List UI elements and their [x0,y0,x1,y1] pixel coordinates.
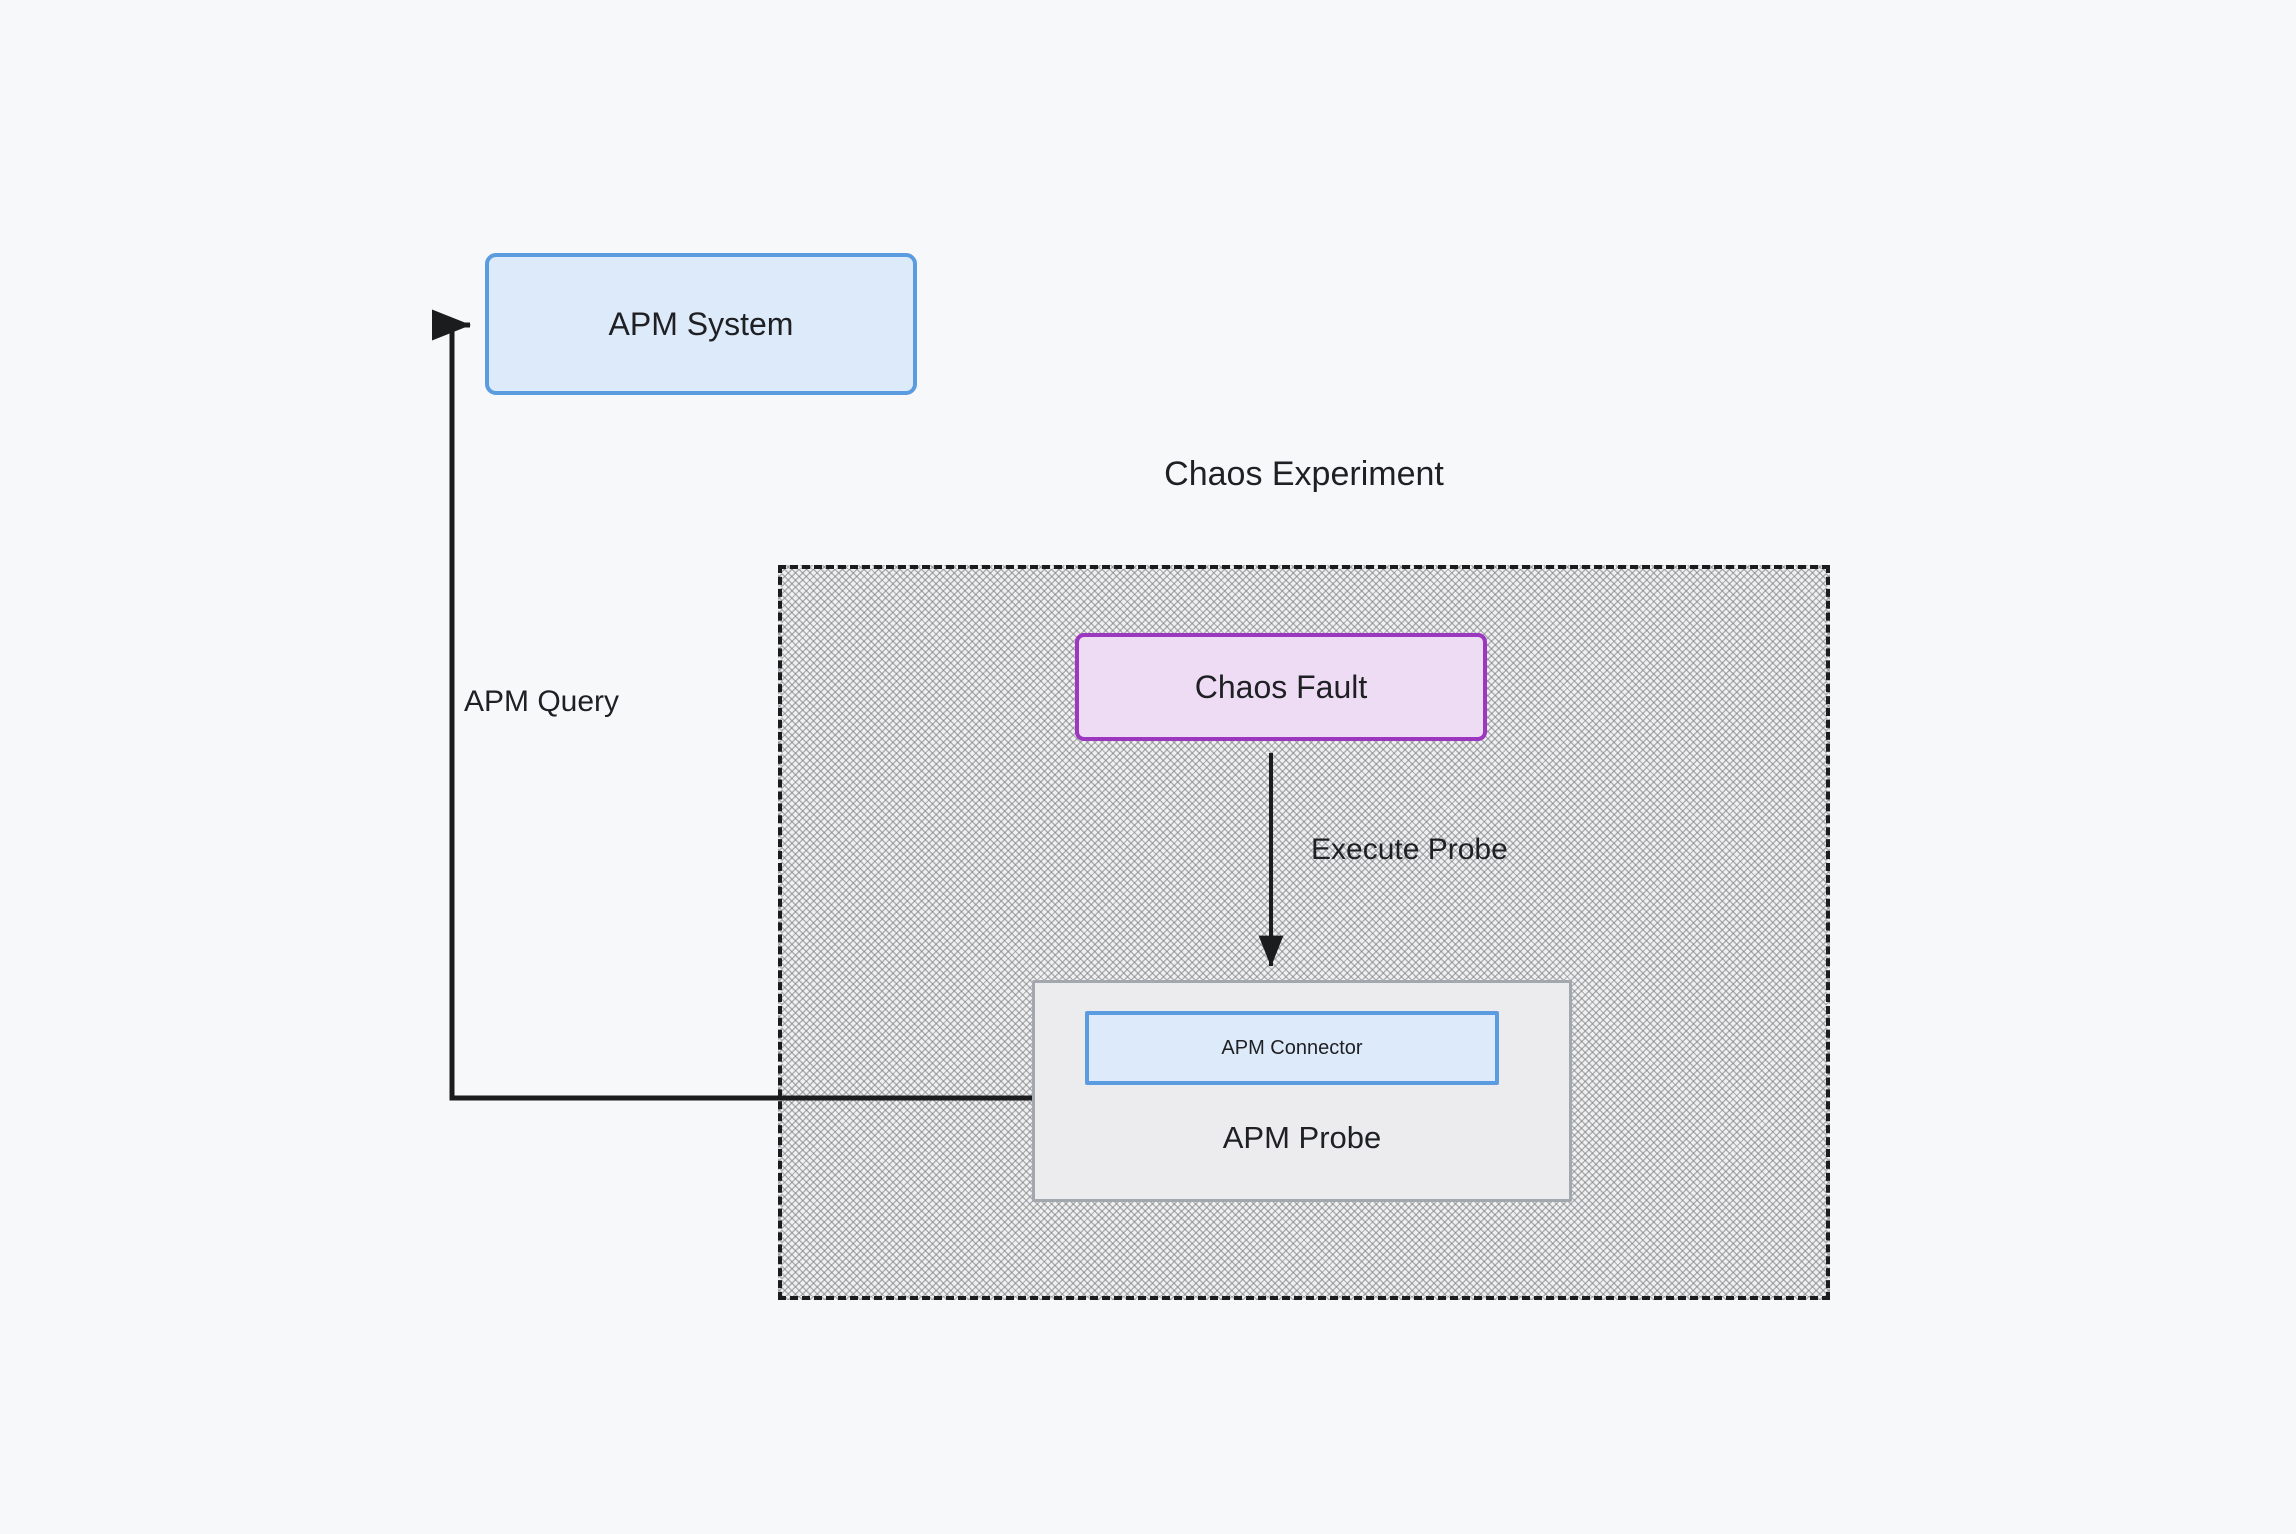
node-chaos-fault-label: Chaos Fault [1194,668,1368,705]
node-apm-probe-label: APM Probe [1222,1120,1382,1155]
edge-label-apm-query: APM Query [464,685,620,718]
node-apm-connector[interactable]: APM Connector [1085,1011,1499,1085]
node-chaos-fault[interactable]: Chaos Fault [1075,633,1487,741]
node-apm-system[interactable]: APM System [485,253,917,395]
node-apm-system-label: APM System [608,305,794,342]
node-apm-probe[interactable]: APM Connector APM Probe [1032,980,1572,1202]
chaos-experiment-title: Chaos Experiment [1164,455,1444,493]
node-apm-connector-label: APM Connector [1221,1036,1363,1059]
edge-label-execute-probe: Execute Probe [1311,833,1508,866]
